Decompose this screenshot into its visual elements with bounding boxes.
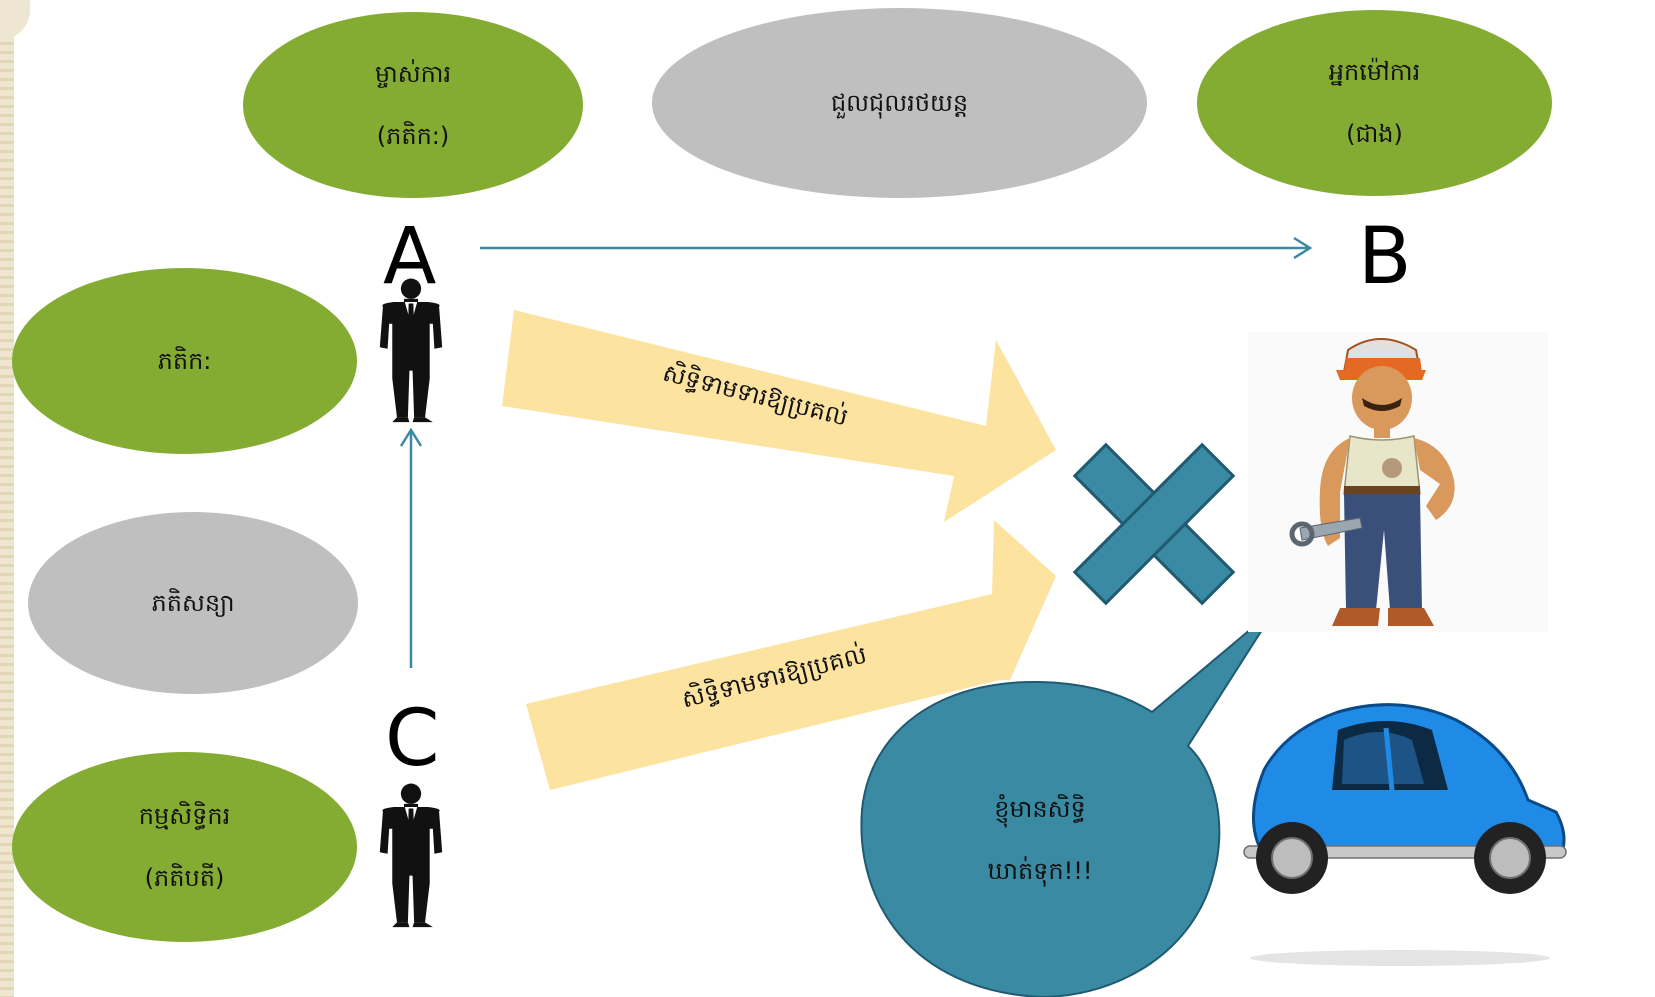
blue-car-icon bbox=[1243, 703, 1567, 966]
repair-ellipse: ជួលជុលរថយន្ត bbox=[652, 8, 1147, 198]
repair-label: ជួលជុលរថយន្ត bbox=[830, 89, 969, 117]
c-to-a-arrowhead bbox=[399, 427, 423, 447]
lease-label: ភតិសន្យា bbox=[151, 589, 235, 617]
bubble-text: ខ្ញុំមានសិទ្ធិ ឃាត់ទុក!!! bbox=[950, 778, 1130, 902]
a-to-b-arrowhead bbox=[1293, 236, 1313, 260]
contractor-ellipse: អ្នកម៉ៅការ (ជាង) bbox=[1197, 10, 1552, 196]
bubble-line2: ឃាត់ទុក!!! bbox=[987, 857, 1093, 885]
contractor-sublabel: (ជាង) bbox=[1346, 120, 1403, 148]
lessee-ellipse: កម្មសិទ្ធិករ (ភតិបតី) bbox=[12, 752, 357, 942]
bubble-line1: ខ្ញុំមានសិទ្ធិ bbox=[994, 795, 1086, 823]
person-a-icon bbox=[379, 278, 443, 423]
slide-border bbox=[0, 0, 14, 997]
lessee-sublabel: (ភតិបតី) bbox=[144, 864, 225, 892]
owner-label: ម្ចាស់ការ bbox=[374, 60, 452, 88]
contractor-label: អ្នកម៉ៅការ bbox=[1328, 58, 1421, 86]
lower-block-arrow bbox=[526, 520, 1056, 790]
upper-block-arrow bbox=[502, 310, 1056, 522]
cross-icon bbox=[1072, 442, 1236, 606]
mechanic-icon bbox=[1248, 332, 1548, 632]
person-c-icon bbox=[379, 783, 443, 928]
lessor-label: ភតិក: bbox=[157, 347, 212, 375]
lessor-ellipse: ភតិក: bbox=[12, 268, 357, 454]
letter-c: C bbox=[385, 694, 440, 784]
lease-ellipse: ភតិសន្យា bbox=[28, 512, 358, 694]
speech-bubble bbox=[860, 607, 1277, 997]
lessee-label: កម្មសិទ្ធិករ bbox=[138, 802, 231, 830]
owner-ellipse: ម្ចាស់ការ (ភតិក:) bbox=[243, 12, 583, 198]
owner-sublabel: (ភតិក:) bbox=[376, 122, 450, 150]
letter-b: B bbox=[1358, 212, 1412, 302]
